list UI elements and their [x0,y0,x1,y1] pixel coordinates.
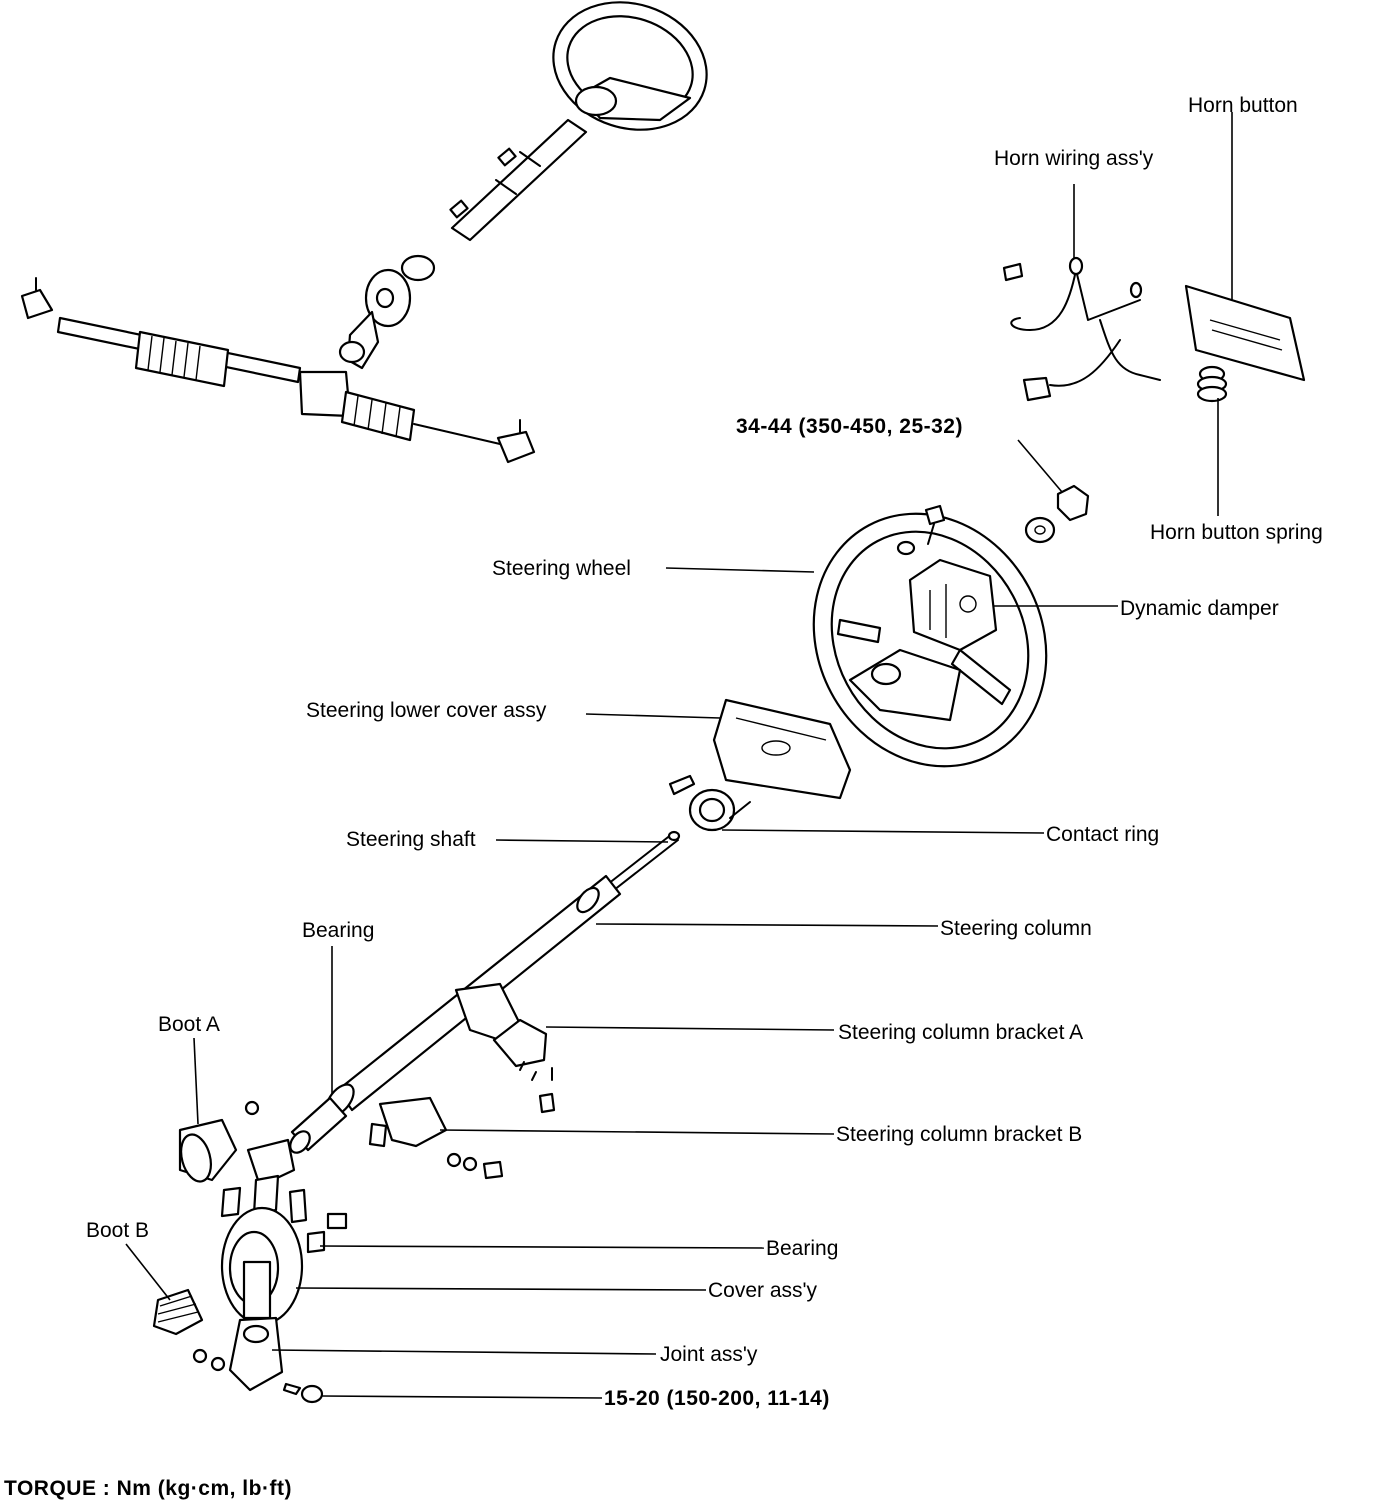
label-steering-column: Steering column [940,917,1092,940]
boot-a-illustration [178,1100,260,1183]
wheel-nut-washer-illustration [1024,484,1090,544]
steering-column-illustration [289,830,681,1180]
label-horn-wiring: Horn wiring ass'y [994,147,1154,170]
boot-b-illustration [152,1288,204,1336]
contact-ring-illustration [688,788,751,832]
label-bearing-upper: Bearing [302,919,375,942]
label-bracket-a: Steering column bracket A [838,1021,1084,1044]
label-horn-button-spring: Horn button spring [1150,521,1323,544]
horn-button-illustration [1184,284,1306,382]
label-boot-a: Boot A [158,1013,220,1036]
label-joint-assy: Joint ass'y [660,1343,758,1366]
horn-button-spring-illustration [1196,365,1228,403]
overview-assembly-illustration [20,1,708,464]
label-torque-joint: 15-20 (150-200, 11-14) [604,1387,830,1410]
lower-joint-illustration [192,1138,348,1404]
horn-wiring-illustration [1002,256,1161,402]
lower-cover-illustration [668,698,852,800]
label-steering-shaft: Steering shaft [346,828,476,851]
label-bracket-b: Steering column bracket B [836,1123,1083,1146]
label-horn-button: Horn button [1188,94,1298,117]
label-lower-cover: Steering lower cover assy [306,699,547,722]
label-dynamic-damper: Dynamic damper [1120,597,1279,620]
torque-units-footer: TORQUE : Nm (kg·cm, lb·ft) [4,1477,292,1500]
dynamic-damper-illustration [908,558,998,652]
label-contact-ring: Contact ring [1046,823,1160,846]
label-steering-wheel: Steering wheel [492,557,631,580]
label-torque-nut: 34-44 (350-450, 25-32) [736,415,963,438]
leader-lines [125,112,1233,1399]
label-cover-assy: Cover ass'y [708,1279,818,1302]
label-bearing-lower: Bearing [766,1237,839,1260]
label-boot-b: Boot B [86,1219,150,1242]
